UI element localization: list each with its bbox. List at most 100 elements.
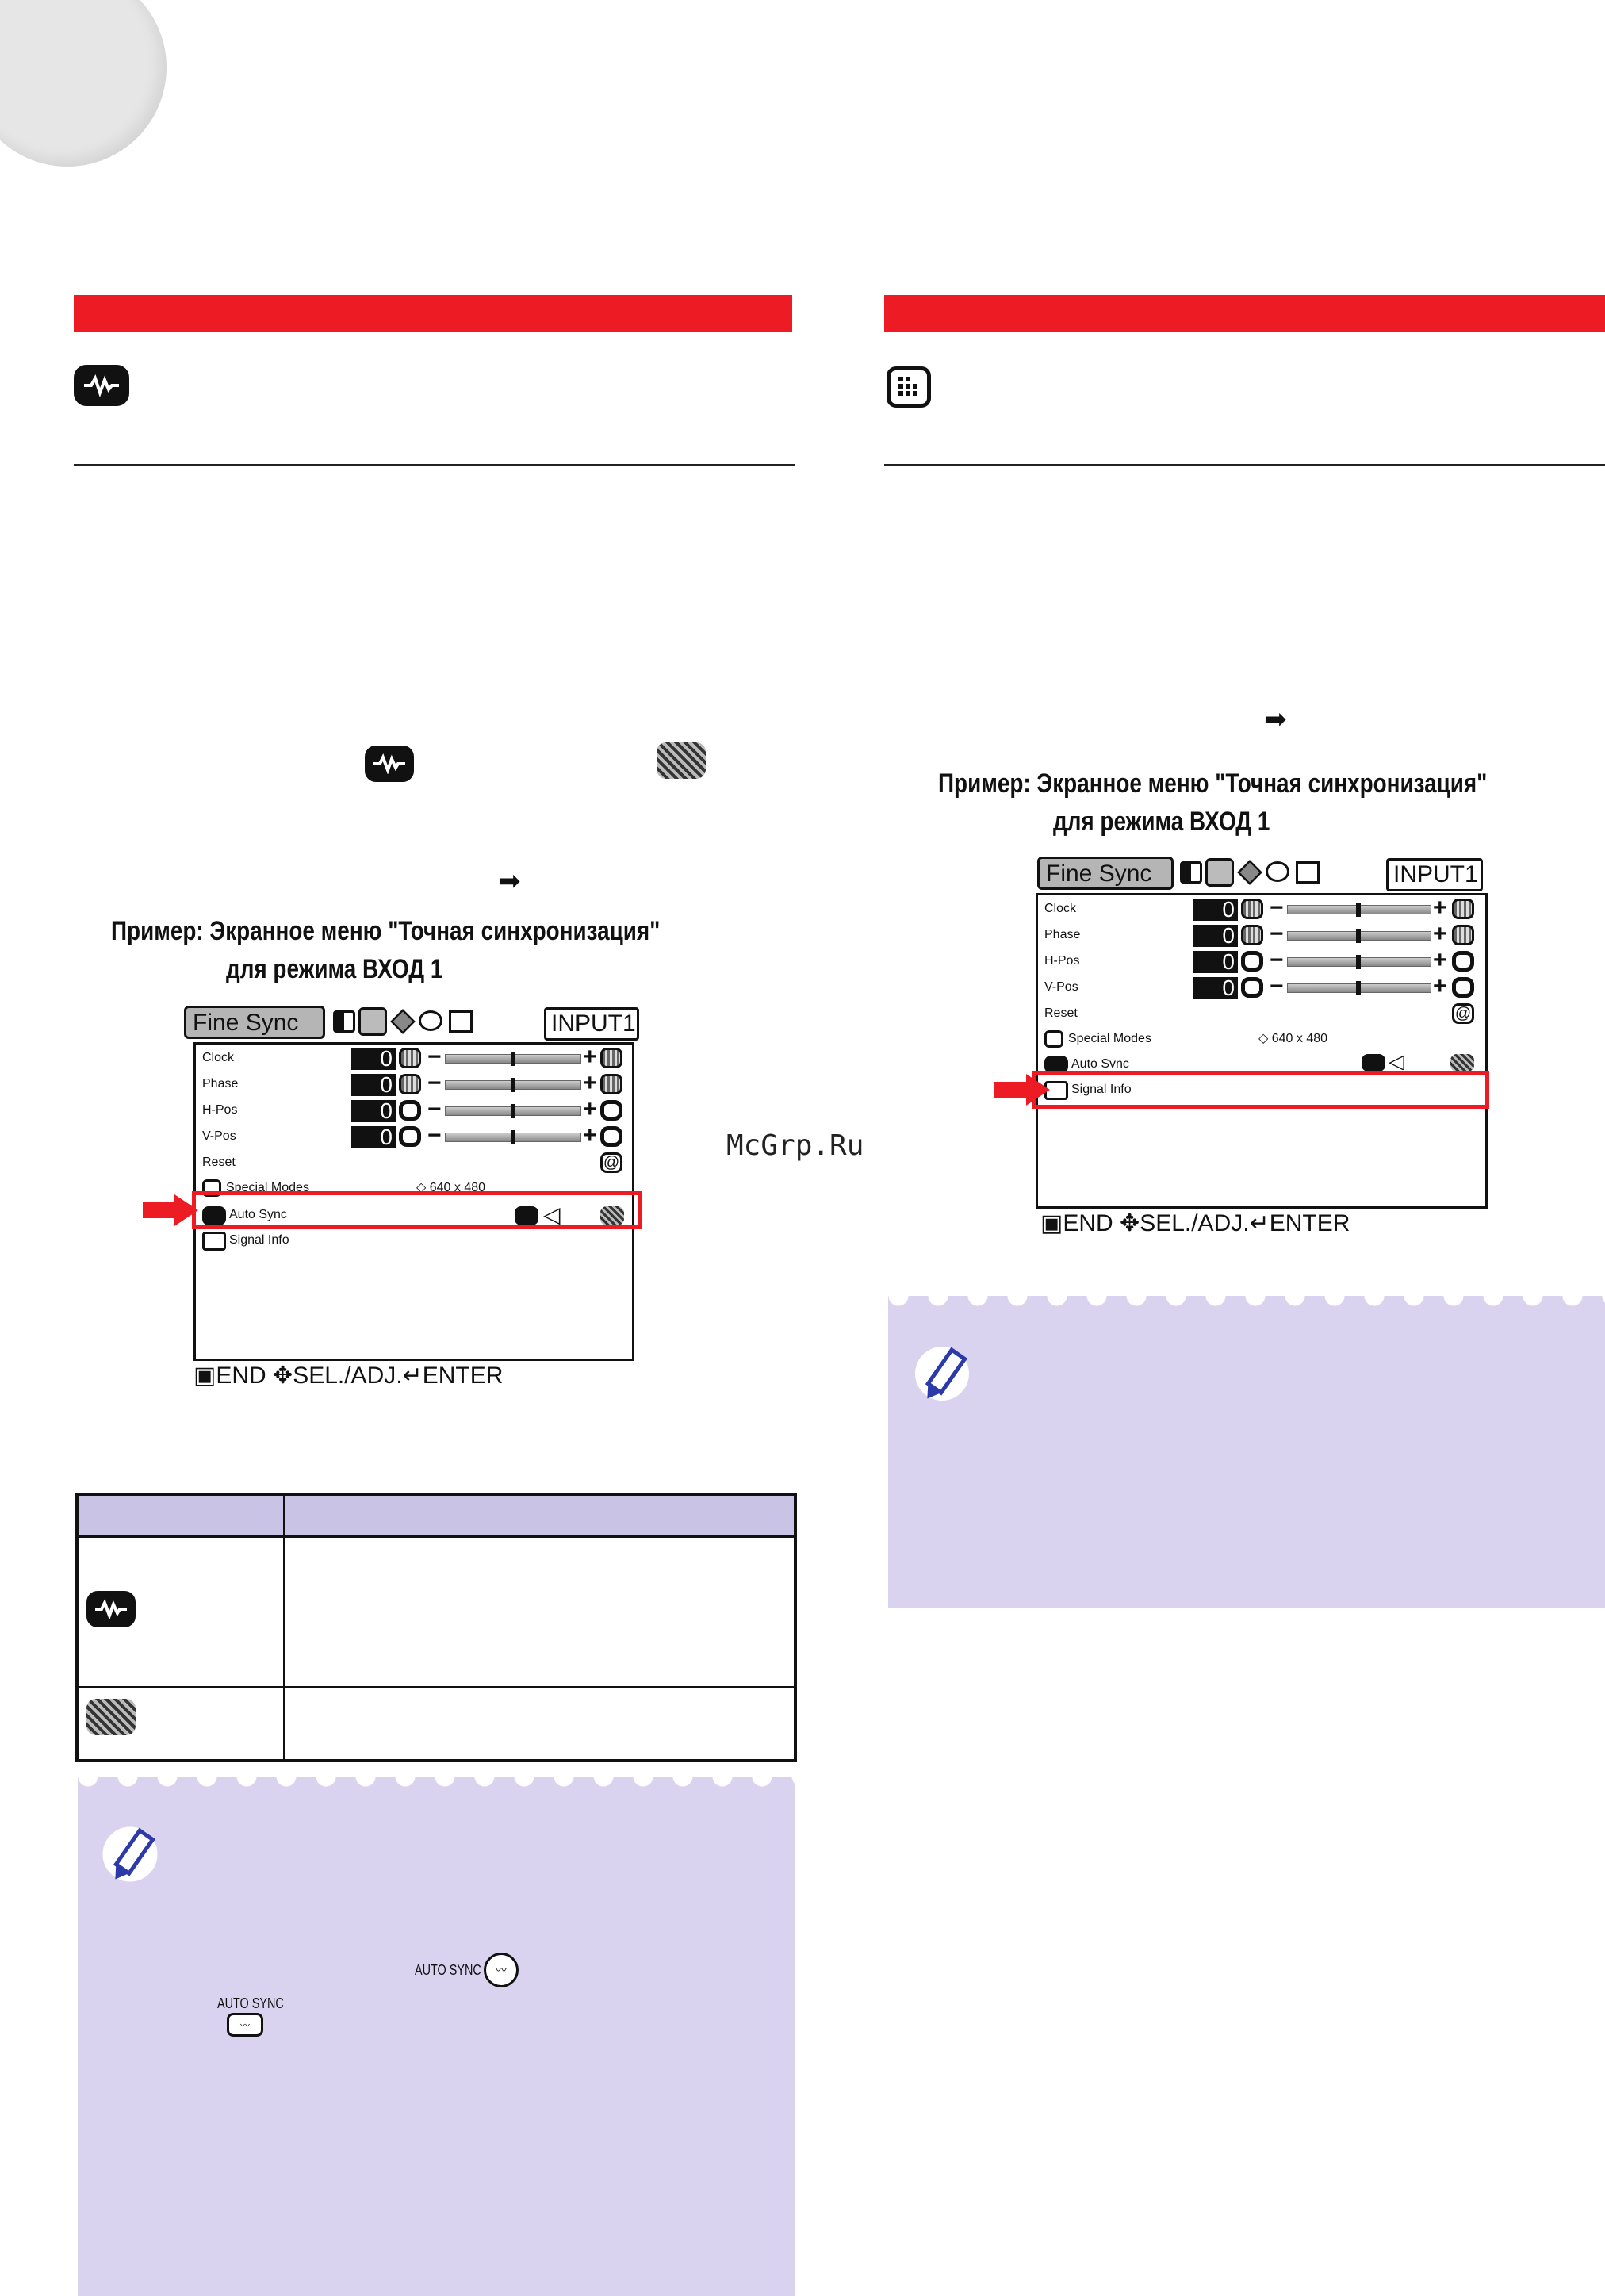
- left-caption-line1: Пример: Экранное меню "Точная синхрониза…: [111, 916, 661, 946]
- osd-row-reset[interactable]: Reset: [202, 1156, 236, 1169]
- enter-icon: ↵: [1249, 1210, 1270, 1236]
- h-pos-max-icon: [600, 1100, 622, 1121]
- phase-icon: [399, 1074, 421, 1094]
- plus-sign: +: [583, 1044, 597, 1070]
- signal-info-icon: [887, 366, 931, 408]
- plus-sign: +: [583, 1122, 597, 1148]
- plus-sign: +: [1433, 895, 1447, 921]
- osd-body: Clock Phase H-Pos V-Pos 0 0 0 0 − − − − …: [1036, 893, 1488, 1209]
- projector-auto-sync-button[interactable]: 〰: [227, 2013, 263, 2037]
- v-pos-max-icon: [1452, 977, 1474, 998]
- footer-sel-adj: SEL./ADJ.: [293, 1363, 403, 1389]
- auto-sync-on-option-icon[interactable]: [1362, 1054, 1385, 1071]
- h-pos-slider[interactable]: [445, 1104, 581, 1118]
- picture-tab-icon[interactable]: [1180, 861, 1202, 884]
- end-button-icon: ▣: [193, 1363, 216, 1389]
- fine-sync-tab-icon[interactable]: [1205, 858, 1234, 887]
- speech-bubble-tab-icon[interactable]: [1266, 861, 1289, 882]
- v-pos-value: 0: [1193, 977, 1238, 999]
- pencil-note-icon: [915, 1347, 969, 1401]
- phase-value: 0: [1193, 925, 1238, 947]
- remote-auto-sync-button[interactable]: 〰: [484, 1953, 519, 1987]
- osd-row-signal-info[interactable]: Signal Info: [229, 1233, 289, 1247]
- osd-input-label: INPUT1: [544, 1007, 639, 1041]
- osd-row-phase[interactable]: Phase: [1044, 928, 1081, 941]
- phase-slider[interactable]: [1287, 929, 1431, 943]
- auto-sync-off-icon: [86, 1699, 136, 1735]
- osd-row-signal-info[interactable]: Signal Info: [1071, 1083, 1132, 1096]
- h-pos-icon: [399, 1100, 421, 1121]
- osd-row-auto-sync[interactable]: Auto Sync: [1071, 1057, 1129, 1068]
- osd-row-v-pos[interactable]: V-Pos: [202, 1129, 236, 1143]
- auto-sync-on-icon: [86, 1591, 136, 1627]
- osd-row-v-pos[interactable]: V-Pos: [1044, 980, 1078, 994]
- pointer-arrow-icon: [143, 1194, 198, 1226]
- signal-info-highlight: [1032, 1071, 1489, 1109]
- right-caption-line1: Пример: Экранное меню "Точная синхрониза…: [938, 769, 1488, 799]
- projector-auto-sync-label: AUTO SYNC: [217, 1995, 284, 2011]
- left-caption-line2: для режима ВХОД 1: [226, 954, 443, 984]
- osd-row-special-modes[interactable]: Special Modes: [226, 1181, 309, 1194]
- end-button-icon: ▣: [1040, 1210, 1063, 1236]
- v-pos-slider[interactable]: [445, 1130, 581, 1144]
- remote-auto-sync-label: AUTO SYNC: [415, 1962, 481, 1978]
- osd-tab-fine-sync[interactable]: Fine Sync: [184, 1006, 325, 1039]
- osd-tab-fine-sync[interactable]: Fine Sync: [1037, 857, 1174, 890]
- display-tab-icon[interactable]: [449, 1010, 473, 1033]
- footer-sel-adj: SEL./ADJ.: [1140, 1210, 1250, 1236]
- auto-sync-on-option-icon[interactable]: [515, 1206, 538, 1225]
- select-arrow-icon: ◁: [1389, 1051, 1404, 1070]
- table-header-divider: [79, 1535, 794, 1538]
- phase-max-icon: [1452, 925, 1474, 945]
- select-arrow-icon: ◁: [543, 1202, 561, 1227]
- v-pos-slider[interactable]: [1287, 981, 1431, 995]
- right-section-rule: [884, 464, 1605, 466]
- watermark: McGrp.Ru: [726, 1129, 864, 1162]
- auto-sync-off-option-icon[interactable]: [1450, 1054, 1474, 1071]
- osd-row-clock[interactable]: Clock: [1044, 902, 1077, 915]
- h-pos-icon: [1241, 951, 1263, 972]
- auto-sync-row-icon: [202, 1206, 226, 1225]
- minus-sign: −: [1270, 895, 1284, 921]
- minus-sign: −: [427, 1122, 442, 1148]
- osd-row-auto-sync[interactable]: Auto Sync: [229, 1208, 287, 1221]
- right-arrow-icon: ➡: [498, 866, 521, 896]
- clock-slider[interactable]: [1287, 903, 1431, 917]
- display-tab-icon[interactable]: [1296, 861, 1320, 884]
- picture-tab-icon[interactable]: [333, 1010, 355, 1033]
- clock-icon: [399, 1048, 421, 1068]
- v-pos-icon: [399, 1126, 421, 1147]
- options-tab-icon[interactable]: [390, 1009, 416, 1034]
- clock-slider[interactable]: [445, 1052, 581, 1066]
- signal-info-icon: [202, 1232, 226, 1251]
- right-arrow-icon: ➡: [1264, 704, 1287, 734]
- table-row-divider: [79, 1686, 794, 1688]
- h-pos-slider[interactable]: [1287, 955, 1431, 969]
- sel-arrows-icon: ✥: [1120, 1210, 1140, 1236]
- osd-input-label: INPUT1: [1386, 858, 1483, 891]
- footer-end: END: [1063, 1210, 1113, 1236]
- osd-row-reset[interactable]: Reset: [1044, 1006, 1078, 1020]
- left-section-bar: [74, 295, 792, 332]
- minus-sign: −: [1270, 973, 1284, 999]
- options-tab-icon[interactable]: [1237, 860, 1262, 885]
- fine-sync-tab-icon[interactable]: [358, 1007, 387, 1036]
- clock-max-icon: [1452, 899, 1474, 919]
- auto-sync-icon: [74, 365, 129, 406]
- auto-sync-off-option-icon[interactable]: [600, 1206, 624, 1225]
- osd-row-phase[interactable]: Phase: [202, 1077, 239, 1091]
- osd-row-special-modes[interactable]: Special Modes: [1068, 1032, 1151, 1045]
- osd-row-h-pos[interactable]: H-Pos: [202, 1103, 238, 1117]
- clock-value: 0: [351, 1048, 396, 1070]
- osd-row-h-pos[interactable]: H-Pos: [1044, 954, 1080, 968]
- phase-slider[interactable]: [445, 1078, 581, 1092]
- footer-enter: ENTER: [422, 1363, 504, 1389]
- speech-bubble-tab-icon[interactable]: [419, 1010, 442, 1031]
- auto-sync-on-inline-icon: [365, 746, 414, 782]
- pencil-note-icon: [102, 1826, 158, 1882]
- special-modes-value: ◇ 640 x 480: [416, 1181, 486, 1194]
- v-pos-value: 0: [351, 1126, 396, 1148]
- plus-sign: +: [1433, 973, 1447, 999]
- osd-row-clock[interactable]: Clock: [202, 1051, 235, 1064]
- auto-sync-off-inline-icon: [657, 742, 706, 779]
